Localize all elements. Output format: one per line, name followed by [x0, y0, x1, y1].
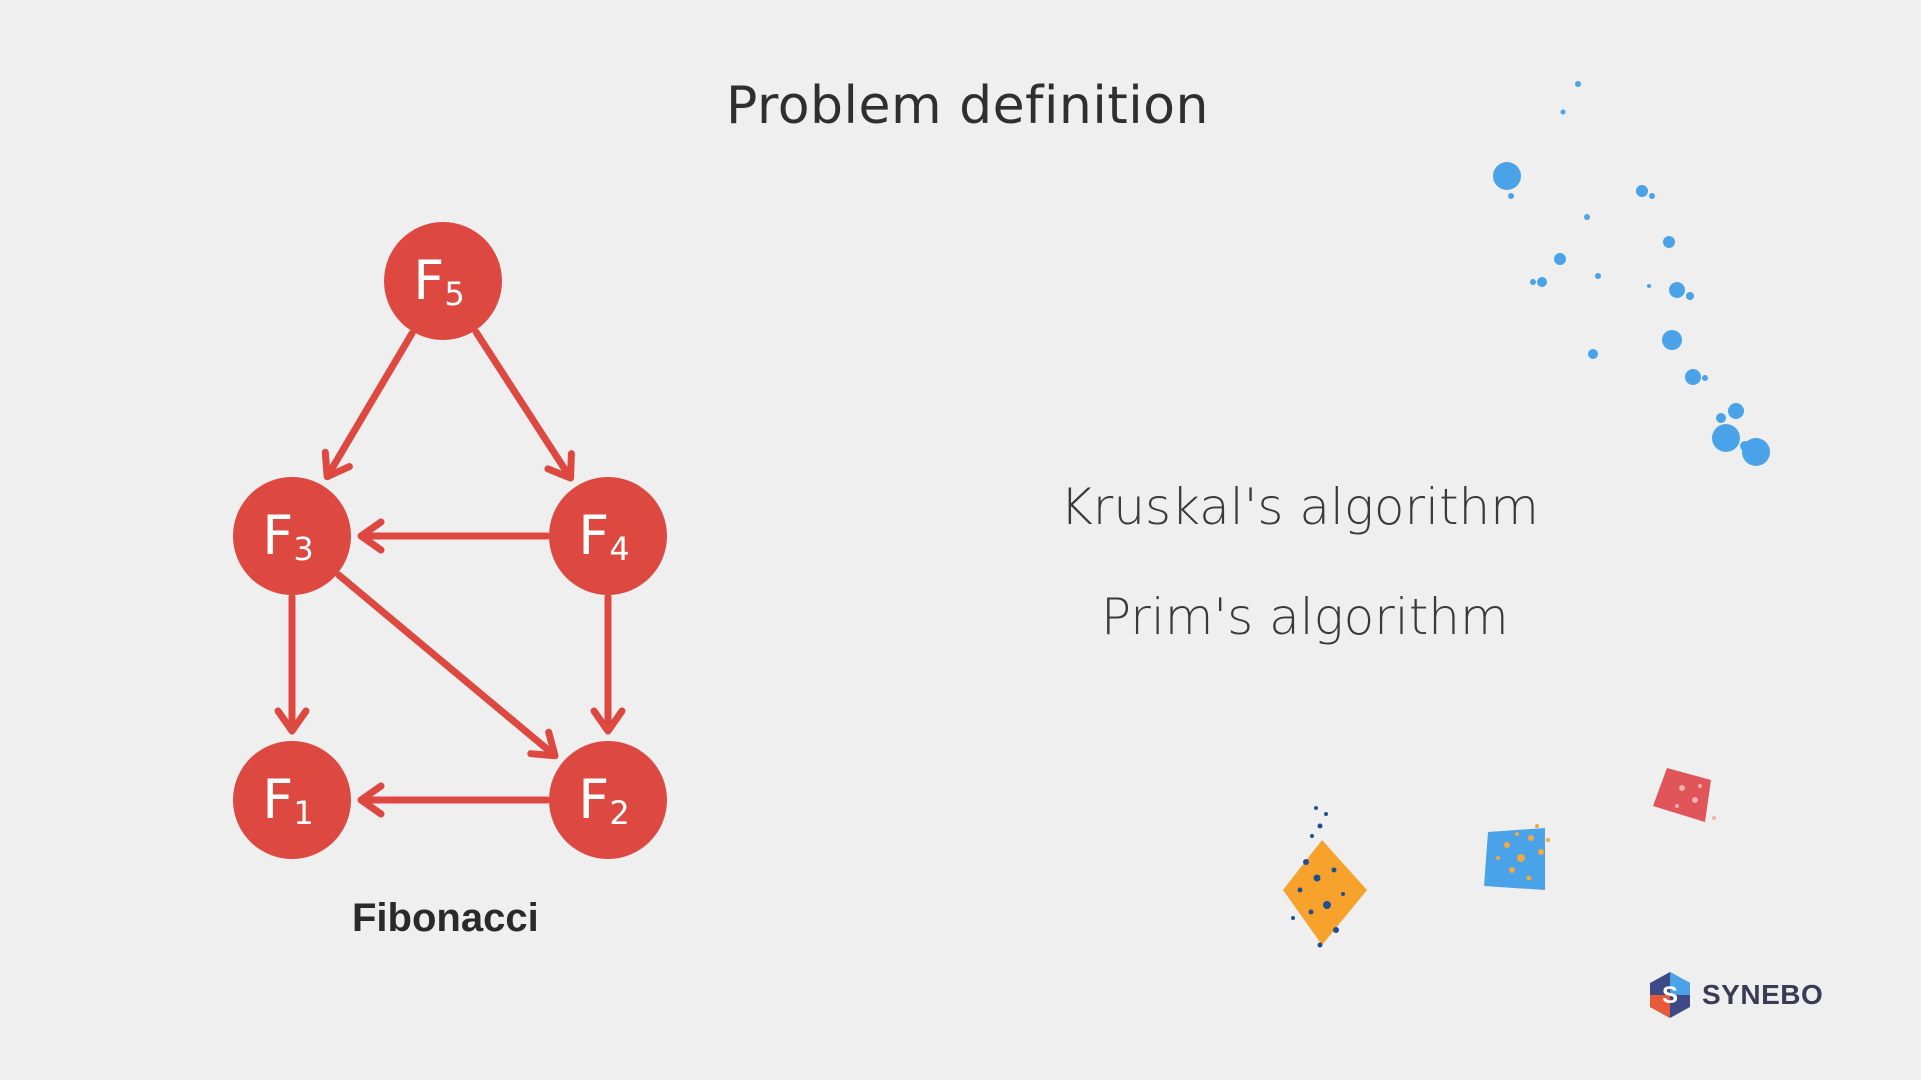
- edge-f3-f1: [274, 593, 310, 735]
- node-circle: [549, 741, 667, 859]
- red-square-decoration: [1653, 768, 1716, 822]
- synebo-logo-icon: S: [1650, 972, 1690, 1018]
- arrowhead: [357, 518, 385, 554]
- arrowhead: [544, 450, 575, 482]
- arrowhead: [321, 448, 353, 481]
- blue-splatter-decoration: [1493, 81, 1770, 466]
- brand-logo: S SYNEBO: [1648, 970, 1823, 1020]
- node-circle: [384, 222, 502, 340]
- arrowhead: [527, 728, 559, 760]
- node-f1: F1: [233, 741, 351, 859]
- algorithm-kruskal: Kruskal's algorithm: [1060, 478, 1539, 536]
- node-circle: [549, 477, 667, 595]
- edge-f5-f4: [472, 328, 575, 482]
- node-label: F4: [578, 504, 629, 568]
- node-label: F2: [578, 768, 629, 832]
- slide-title: Problem definition: [726, 76, 1209, 136]
- node-label: F5: [413, 249, 464, 313]
- node-circle: [233, 741, 351, 859]
- diagram-caption: Fibonacci: [352, 896, 539, 940]
- arrowhead: [274, 707, 310, 735]
- blue-square-decoration: [1484, 824, 1550, 890]
- arrowhead: [590, 707, 626, 735]
- node-f5: F5: [384, 222, 502, 340]
- node-f2: F2: [549, 741, 667, 859]
- node-f3: F3: [233, 477, 351, 595]
- edge-f3-f2: [335, 571, 559, 760]
- edge-f5-f3: [321, 329, 416, 481]
- edge-f2-f1: [357, 782, 551, 818]
- edge-f4-f3: [357, 518, 551, 554]
- node-label: F1: [262, 768, 313, 832]
- brand-name: SYNEBO: [1702, 979, 1824, 1010]
- algorithm-prim: Prim's algorithm: [1101, 588, 1509, 646]
- edge-f4-f2: [590, 593, 626, 735]
- orange-kite-decoration: [1283, 806, 1367, 948]
- node-circle: [233, 477, 351, 595]
- logo-letter: S: [1662, 982, 1678, 1009]
- arrowhead: [357, 782, 385, 818]
- node-label: F3: [262, 504, 313, 568]
- node-f4: F4: [549, 477, 667, 595]
